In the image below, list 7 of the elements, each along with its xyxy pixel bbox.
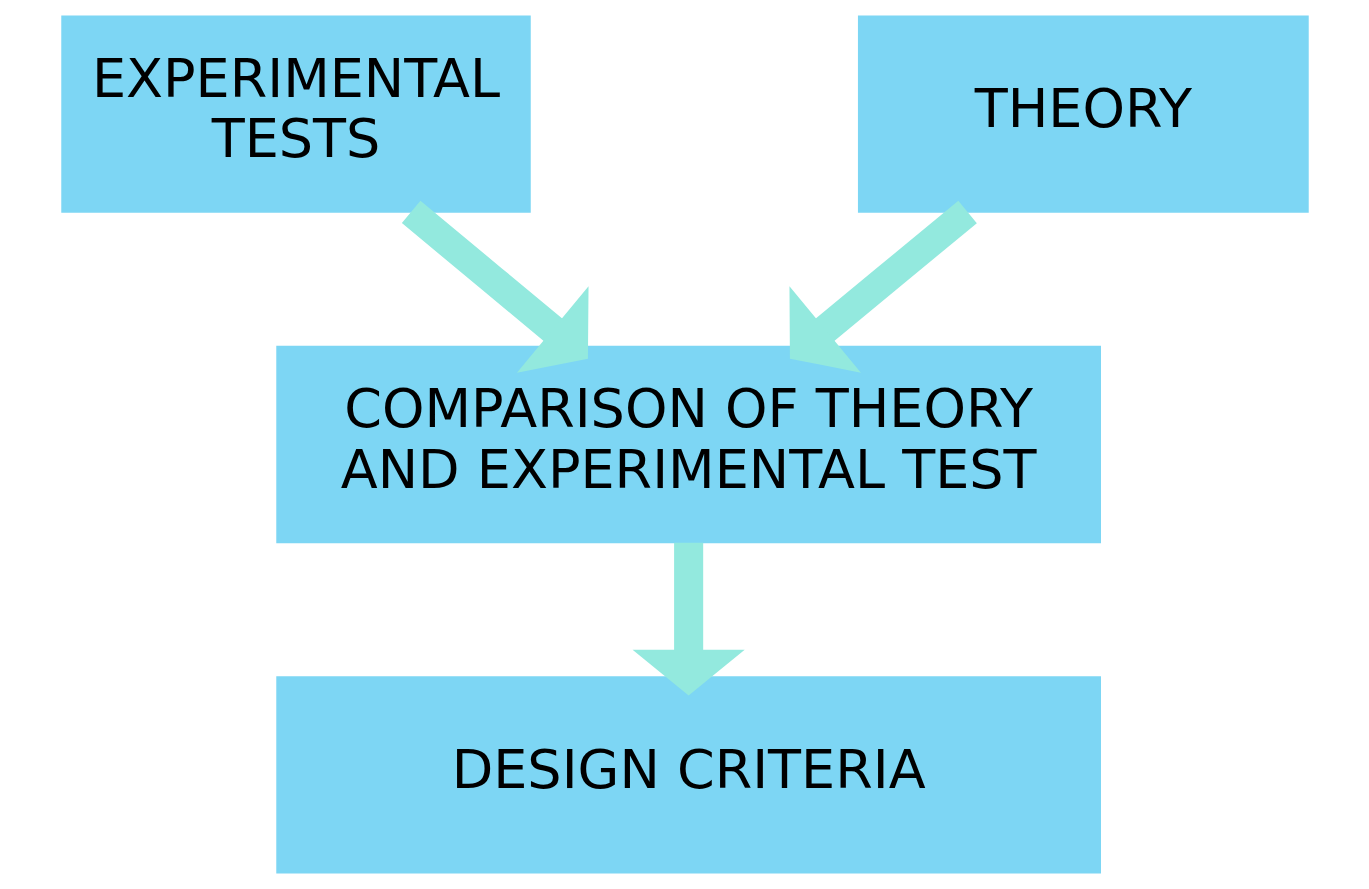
node-box: COMPARISON OF THEORY AND EXPERIMENTAL TEST (275, 345, 1101, 544)
node-box: THEORY (857, 15, 1309, 213)
node-box: EXPERIMENTAL TESTS (60, 15, 531, 213)
node-box: DESIGN CRITERIA (275, 676, 1101, 874)
arrow (401, 200, 589, 373)
arrow (788, 200, 977, 373)
arrow (632, 542, 745, 696)
